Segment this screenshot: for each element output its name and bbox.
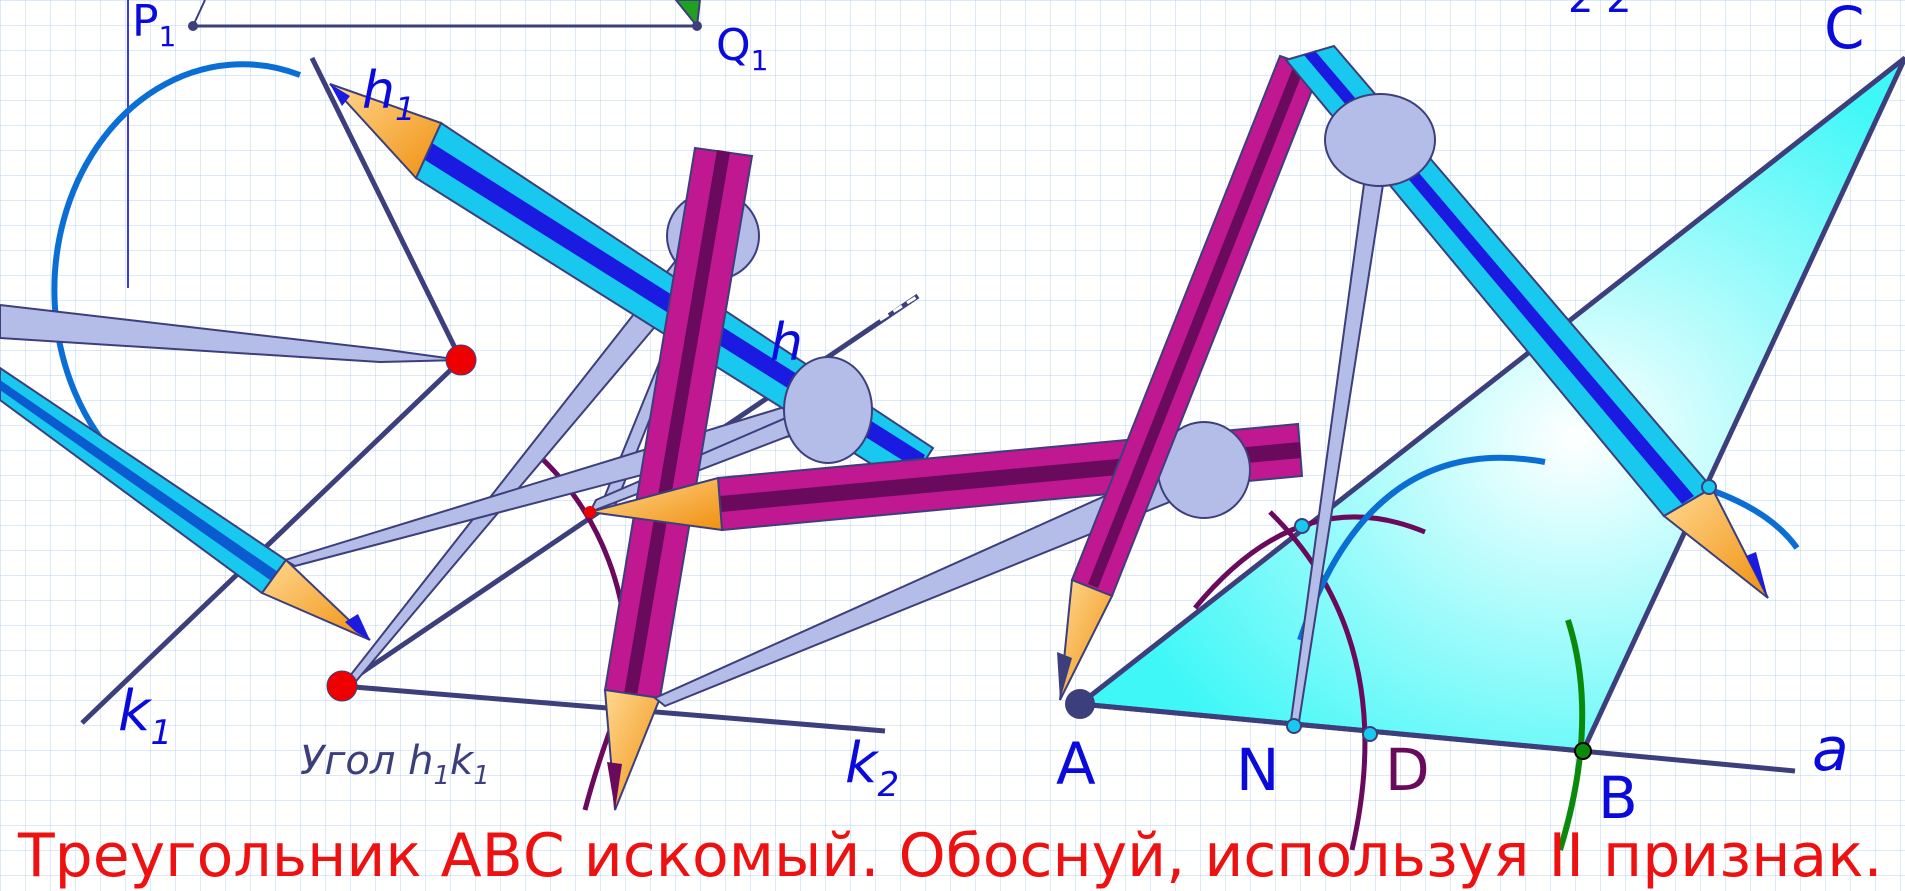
labels: P1 Q1 h1 h k1 k2 Угол h1k1 A B C N D a 2… [118, 0, 1865, 832]
point-a-dot [1065, 689, 1095, 719]
label-point-c: C [1824, 0, 1865, 62]
label-h1: h1 [362, 61, 415, 128]
angle-caption: Угол h1k1 [300, 738, 490, 791]
triangle-abc [1073, 56, 1905, 774]
ray-a [1079, 701, 1796, 774]
vertex-hk2 [326, 670, 358, 702]
pencil-magenta-right [1057, 54, 1322, 701]
label-point-d: D [1385, 736, 1430, 804]
compass-right-upper [1288, 93, 1436, 729]
label-p1: P1 [132, 0, 176, 53]
label-k1: k1 [118, 679, 172, 753]
compass-middle-hinge [783, 356, 873, 464]
segment-p1q1 [127, 0, 702, 288]
point-d-dot [1362, 726, 1378, 742]
vertex-h1k1 [445, 344, 477, 376]
point-n-dot [1286, 718, 1302, 734]
pencil-tip-dot [1701, 479, 1717, 495]
label-q1: Q1 [716, 20, 768, 77]
arc-point [584, 506, 596, 518]
top-fragment: 2 2 [1568, 0, 1632, 22]
label-point-a: A [1056, 730, 1096, 798]
compass-right-lower [653, 421, 1251, 708]
arc-intersection-dot [1294, 518, 1310, 534]
compass-left [0, 303, 462, 364]
label-ray-a: a [1812, 715, 1849, 785]
label-point-n: N [1236, 736, 1279, 804]
construction-points [326, 344, 1717, 760]
point-b-dot [1574, 742, 1592, 760]
label-h: h [770, 313, 803, 373]
label-point-b: B [1598, 764, 1638, 832]
pencil-lower-left [0, 366, 371, 641]
label-k2: k2 [845, 731, 899, 805]
conclusion-caption: Треугольник АВС искомый. Обоснуй, исполь… [17, 821, 1883, 891]
